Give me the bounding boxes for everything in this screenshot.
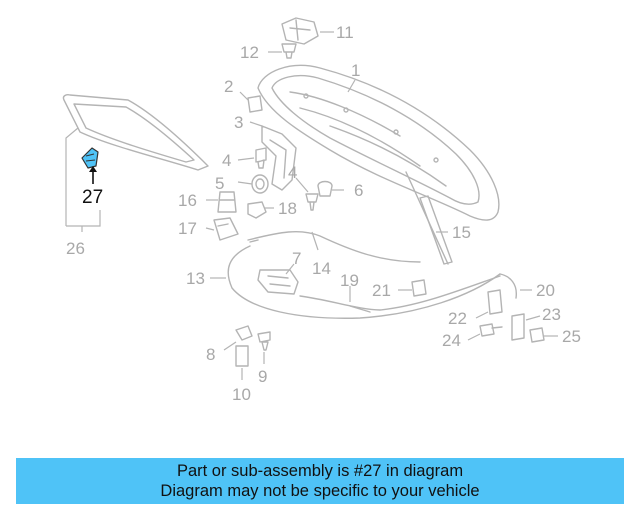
- label-16: 16: [178, 191, 197, 210]
- label-11: 11: [336, 23, 354, 42]
- label-8: 8: [206, 345, 215, 364]
- cable-guide-21: [411, 279, 427, 297]
- hood-lock-7: [257, 269, 299, 295]
- label-24: 24: [442, 331, 461, 350]
- lock-bracket-17: [213, 217, 239, 241]
- handle-22: [487, 289, 503, 315]
- bracket-23: [511, 313, 525, 341]
- label-14: 14: [312, 259, 331, 278]
- clip-10: [235, 345, 249, 367]
- label-4a: 4: [222, 151, 231, 170]
- bolt-24: [479, 323, 503, 337]
- bolt-4a: [255, 147, 267, 169]
- bumper-6: [317, 180, 333, 197]
- banner-line-disclaimer: Diagram may not be specific to your vehi…: [160, 482, 480, 500]
- hood-insulator-pad: [62, 94, 209, 171]
- cable-14: [247, 231, 421, 263]
- label-25: 25: [562, 327, 581, 346]
- hood-hinge-arm: [261, 125, 297, 191]
- bolt-4b: [305, 193, 319, 211]
- bolt-12: [281, 43, 297, 59]
- screw-9: [257, 331, 271, 351]
- cable-19: [299, 275, 501, 313]
- clip-27-leader: [89, 166, 97, 184]
- hood-hinge-upper: [281, 17, 319, 45]
- banner-line-part: Part or sub-assembly is #27 in diagram: [176, 462, 464, 480]
- label-6: 6: [354, 181, 363, 200]
- bolt-8: [235, 325, 253, 341]
- label-2: 2: [224, 77, 233, 96]
- label-4b: 4: [288, 163, 297, 182]
- label-20: 20: [536, 281, 555, 300]
- label-23: 23: [542, 305, 561, 324]
- label-10: 10: [232, 385, 251, 404]
- label-9: 9: [258, 367, 267, 386]
- leader-lines: [65, 31, 558, 380]
- parts-diagram: 1 2 3 4 4 5 6 7 8 9 10 11 12 13 14 15 16…: [62, 17, 581, 404]
- release-handle-20: [499, 273, 517, 299]
- hood-panel: [257, 64, 500, 221]
- label-26: 26: [66, 239, 85, 258]
- label-27: 27: [82, 187, 103, 208]
- label-13: 13: [186, 269, 205, 288]
- label-17: 17: [178, 219, 197, 238]
- clip-18: [247, 201, 267, 219]
- info-banner: Part or sub-assembly is #27 in diagram D…: [16, 458, 624, 504]
- label-21: 21: [372, 281, 391, 300]
- label-5: 5: [215, 174, 224, 193]
- insulator-clip-27[interactable]: [81, 147, 99, 169]
- label-18: 18: [278, 199, 297, 218]
- label-1: 1: [351, 61, 360, 80]
- bumper-2: [247, 95, 263, 113]
- hood-support-rod: [405, 171, 453, 265]
- label-7: 7: [292, 249, 301, 268]
- clip-25: [529, 327, 545, 343]
- label-12: 12: [240, 43, 259, 62]
- label-19: 19: [340, 271, 359, 290]
- release-cable-13: [227, 239, 501, 319]
- bumper-5: [251, 174, 269, 194]
- label-3: 3: [234, 113, 243, 132]
- bumper-16: [217, 191, 237, 213]
- label-22: 22: [448, 309, 467, 328]
- label-15: 15: [452, 223, 471, 242]
